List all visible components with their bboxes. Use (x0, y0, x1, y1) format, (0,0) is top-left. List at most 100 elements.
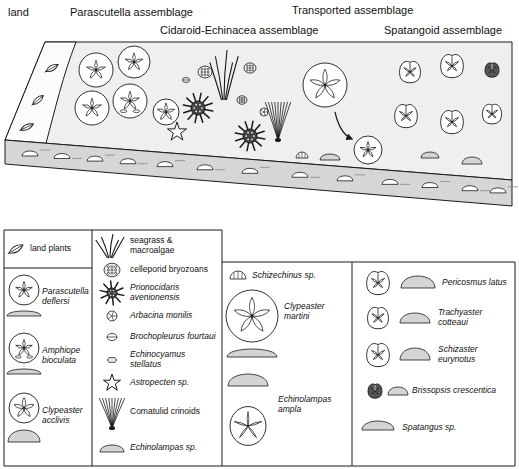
legend-entry: Pericosmus latus (442, 278, 510, 288)
legend-label: Arbacina monilis (130, 311, 218, 321)
test-profile-icon (337, 176, 353, 181)
test-profile-icon (320, 154, 340, 160)
test-profile-icon (7, 311, 41, 316)
sand-dollar-icon (79, 53, 113, 87)
small-urchin-icon (107, 311, 117, 321)
legend-label: seagrass & macroalgae (130, 236, 218, 256)
legend-entry: Clypeaster martini (284, 302, 348, 322)
sand-dollar-icon (9, 275, 39, 305)
legend-entry: Arbacina monilis (130, 311, 218, 321)
assemblage-label: land (8, 6, 29, 19)
starfish-icon (167, 122, 186, 140)
legend-entry: Schizechinus sp. (252, 271, 348, 281)
sand-dollar-icon (75, 91, 109, 125)
assemblage-label: Parascutella assemblage (70, 6, 193, 19)
leaf-icon (18, 122, 34, 133)
test-profile-icon (157, 162, 173, 167)
legend-entry: Astropecten sp. (130, 378, 218, 388)
assemblage-label-wrap: Cidaroid-Echinacea assemblage (160, 24, 318, 37)
sediment-dash (480, 190, 490, 191)
cidaroid-icon (235, 121, 264, 150)
small-urchin-icon (107, 334, 117, 341)
legend-entry: Echinolampas sp. (130, 443, 218, 453)
heart-urchin-icon (485, 63, 499, 77)
test-profile-icon (100, 445, 124, 452)
sand-dollar-icon (118, 46, 150, 78)
legend-label: Comatulid crinoids (130, 407, 218, 417)
test-profile-icon (292, 172, 308, 177)
legend-entry: Prionocidaris avenionensis (130, 283, 218, 303)
legend-label: Echinolampas ampla (278, 395, 348, 415)
heart-urchin-icon (368, 307, 389, 328)
small-urchin-icon (108, 358, 117, 363)
legend-label: Brissopsis crescentica (412, 386, 510, 396)
sediment-dash (215, 169, 225, 170)
legend-label: Echinolampas sp. (130, 443, 218, 453)
legend-entry: celleporid bryozoans (130, 265, 218, 275)
bryozoan-icon (104, 263, 120, 277)
sand-dollar-icon (113, 84, 147, 118)
heart-urchin-icon (368, 384, 382, 398)
legend-label: Schizaster eurynotus (438, 345, 510, 365)
sediment-dash (72, 158, 82, 159)
sand-dollar-icon (153, 99, 179, 125)
legend-label: Amphiope bioculata (42, 346, 90, 366)
sediment-dash (310, 177, 320, 178)
test-profile-icon (22, 151, 38, 156)
legend-label: Schizechinus sp. (252, 271, 348, 281)
dome-urchin-icon (296, 152, 308, 158)
dome-urchin-icon (230, 271, 246, 279)
assemblage-label-wrap: Transported assemblage (292, 4, 413, 17)
heart-urchin-icon (441, 111, 464, 134)
sediment-dash (440, 181, 450, 182)
legend-label: Pericosmus latus (442, 278, 510, 288)
cidaroid-icon (100, 281, 124, 305)
test-profile-icon (7, 369, 41, 374)
bryozoan-icon (198, 66, 212, 78)
land-strip (5, 42, 76, 143)
legend-entry: Echinocyamus stellatus (130, 350, 218, 370)
heart-urchin-icon (367, 272, 390, 295)
sand-dollar-icon (226, 290, 278, 342)
sediment-dash (400, 184, 410, 185)
legend-label: land plants (30, 244, 90, 254)
test-profile-icon (120, 159, 136, 164)
assemblage-label: Cidaroid-Echinacea assemblage (160, 24, 318, 37)
legend-entry: Spatangus sp. (402, 423, 502, 433)
bryozoan-icon (244, 63, 256, 73)
sediment-front (5, 140, 512, 206)
legend-label: Clypeaster martini (284, 302, 348, 322)
sediment-dash (105, 155, 115, 156)
transport-arrow (335, 112, 352, 139)
leaf-icon (43, 62, 59, 74)
assemblage-label-wrap: Parascutella assemblage (70, 6, 193, 19)
legend-label: Astropecten sp. (130, 378, 218, 388)
test-profile-icon (490, 188, 506, 193)
test-profile-icon (462, 186, 478, 191)
heart-urchin-icon (367, 344, 390, 367)
legend-entry: land plants (30, 244, 90, 254)
legend-label: Echinocyamus stellatus (130, 350, 218, 370)
sand-dollar-icon (9, 333, 39, 363)
test-profile-icon (242, 168, 258, 173)
test-profile-icon (227, 349, 277, 357)
legend-label: Parascutella deflersi (42, 287, 90, 307)
legend-label: Trachyaster cotteaui (438, 308, 510, 328)
legend-label: Brochopleurus fourtaui (130, 332, 218, 342)
heart-urchin-icon (482, 104, 501, 124)
legend-label: Clypeaster acclivis (42, 406, 90, 426)
leaf-icon (30, 93, 45, 107)
sediment-dash (508, 186, 518, 187)
legend-entry: Trachyaster cotteaui (438, 308, 510, 328)
legend-entry: Echinolampas ampla (278, 395, 348, 415)
test-profile-icon (362, 421, 394, 430)
test-profile-icon (400, 313, 430, 323)
heart-urchin-icon (395, 105, 418, 128)
legend-entry: Schizaster eurynotus (438, 345, 510, 365)
legend-frame (4, 230, 515, 466)
legend-entry: Brissopsis crescentica (412, 386, 510, 396)
heart-urchin-icon (400, 61, 421, 82)
test-profile-icon (421, 152, 439, 158)
sand-dollar-icon (9, 393, 39, 423)
seagrass-icon (210, 50, 238, 100)
